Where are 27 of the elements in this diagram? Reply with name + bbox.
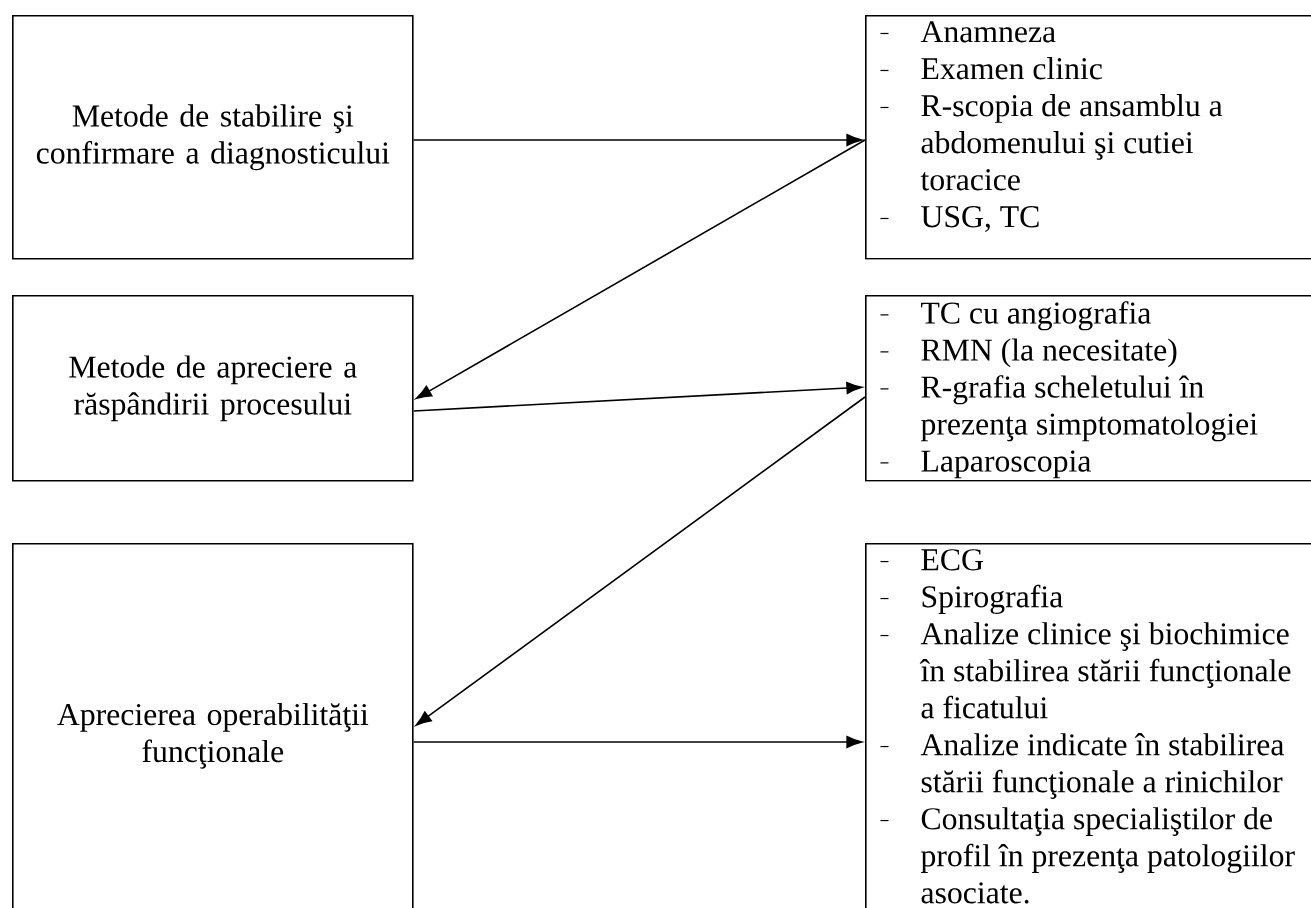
method-box (12, 295, 414, 482)
arrow (412, 735, 863, 749)
arrow (412, 133, 863, 147)
list-item: Consultaţia specialiştilor de profil în prezenţa patologiilor asociate. (879, 807, 1295, 904)
list-item: Examen clinic (879, 57, 1102, 80)
list-box (865, 543, 1311, 908)
box-text: Aprecierea operabilităţii funcţionale (57, 702, 369, 769)
arrow (415, 396, 866, 726)
arrow (412, 381, 863, 412)
list-item: Analize indicate în stabilirea stării funcţionale a rinichilor (879, 733, 1284, 799)
box-text: Metode de stabilire şi confirmare a diagnosticului (36, 104, 390, 171)
list-item: RMN (la necesitate) (879, 338, 1177, 368)
list-box (865, 295, 1311, 482)
list-item: Spirografia (879, 584, 1063, 614)
list-item: Laparoscopia (879, 450, 1091, 479)
list-box (865, 15, 1311, 260)
arrow (415, 139, 866, 400)
method-box (12, 15, 414, 260)
list-item: Anamneza (879, 21, 1056, 43)
list-item: Analize clinice şi biochimice în stabilirea stării funcţionale a ficatului (879, 622, 1291, 719)
list-item: R-grafia scheletului în prezenţa simptomatologiei (879, 375, 1258, 442)
list-item: TC cu angiografia (879, 301, 1151, 331)
method-box (12, 543, 414, 908)
list-item: R-scopia de ansamblu a abdomenului şi cutiei toracice (879, 94, 1223, 191)
list-item: ECG (879, 549, 983, 571)
list-item: USG, TC (879, 206, 1039, 232)
box-text: Metode de apreciere a răspândirii procesului (69, 355, 357, 422)
